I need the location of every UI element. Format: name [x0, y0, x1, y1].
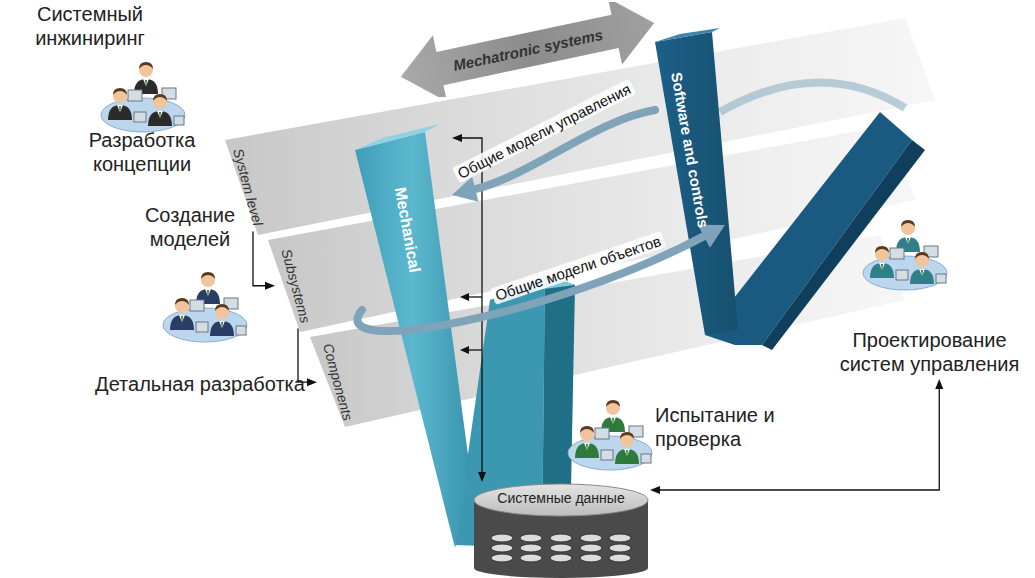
- ring-back: [720, 82, 905, 112]
- drawing-part: [491, 544, 513, 552]
- role-label: Испытание и проверка: [655, 403, 795, 451]
- node-text: Проектирование систем управления: [832, 328, 1027, 376]
- arrowhead: [478, 472, 486, 482]
- database-cylinder: Системные данные: [472, 482, 650, 578]
- drawing-part: [468, 296, 482, 297]
- role-label: Детальная разработка: [50, 372, 350, 396]
- v-model-arm: Mechanical: [362, 130, 452, 330]
- drawing-part: [460, 346, 469, 354]
- drawing-part: [520, 534, 542, 542]
- node-text: Software and controls: [668, 71, 712, 229]
- node-text: Mechanical: [390, 186, 423, 274]
- arrowhead: [265, 282, 275, 290]
- level-band-label: Subsystems: [276, 245, 315, 327]
- drawing-part: [609, 534, 631, 542]
- edge-label: Общие модели объектов: [490, 231, 666, 305]
- team-icon: [568, 400, 652, 470]
- arrowhead: [935, 379, 943, 389]
- node-text: Subsystems: [278, 247, 313, 325]
- role-label: Системный инжиниринг: [10, 2, 170, 50]
- drawing-part: [580, 534, 602, 542]
- node-text: Системные данные: [472, 491, 650, 506]
- drawing-part: [550, 534, 572, 542]
- drawing-part: [355, 124, 440, 150]
- connector-line: [253, 231, 266, 285]
- drawing-part: [609, 544, 631, 552]
- edge-label: Общие модели управления: [452, 79, 636, 184]
- drawing-part: [550, 554, 572, 562]
- drawing-part: [580, 544, 602, 552]
- drawing-part: [520, 554, 542, 562]
- drawing-part: [520, 544, 542, 552]
- arrowhead: [452, 134, 462, 142]
- software-v: [655, 28, 925, 350]
- v-model-arm: Software and controls: [655, 35, 725, 265]
- drawing-part: [580, 554, 602, 562]
- drawing-part: [609, 554, 631, 562]
- node-text: Components: [320, 342, 356, 423]
- node-text: System level: [230, 147, 266, 228]
- arrowhead: [698, 225, 725, 248]
- drawing-part: [550, 544, 572, 552]
- drawing-part: [655, 28, 720, 42]
- team-icon: [101, 62, 185, 132]
- connector: [650, 379, 943, 494]
- level-band-label: Components: [318, 340, 358, 424]
- arrowhead: [307, 378, 317, 386]
- role-label: Создание моделей: [130, 203, 250, 251]
- connector: [253, 231, 275, 289]
- drawing-part: [655, 32, 738, 335]
- team-icon: [863, 220, 947, 290]
- drawing-part: [468, 349, 482, 350]
- team-icon: [163, 272, 247, 342]
- drawing-part: [491, 554, 513, 562]
- drawing-part: [491, 534, 631, 562]
- role-label: Разработка концепции: [62, 128, 222, 176]
- drawing-part: [460, 293, 469, 301]
- team-label-box: Проектирование систем управления: [832, 328, 1027, 376]
- arrowhead: [650, 486, 660, 494]
- drawing-part: [491, 534, 513, 542]
